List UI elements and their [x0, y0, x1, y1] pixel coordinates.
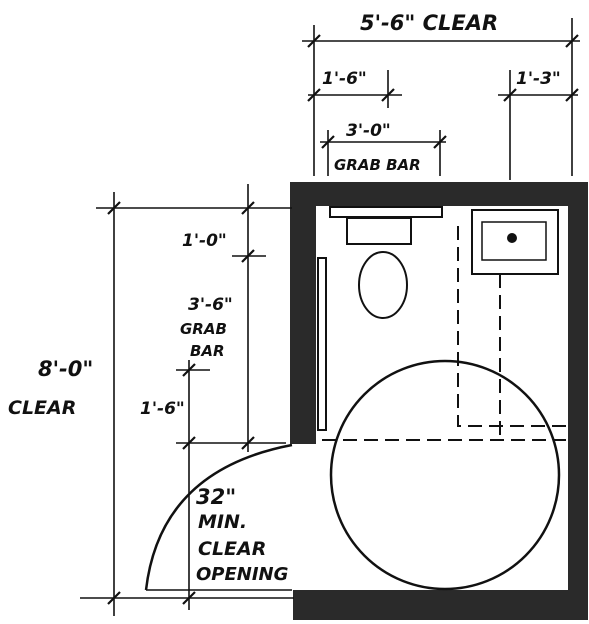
bottom-wall — [293, 590, 588, 620]
label-lower-offset: 1'-6" — [140, 399, 185, 419]
side-grab-bar — [317, 257, 327, 431]
label-left-offset: 1'-6" — [322, 69, 367, 89]
ticks-second — [307, 88, 579, 102]
label-side-grab-dim: 3'-6" — [188, 295, 233, 315]
label-door-32: 32" — [196, 485, 236, 509]
ticks-depth — [107, 201, 121, 605]
label-side-grab-2: BAR — [190, 342, 225, 360]
turning-circle — [329, 359, 561, 591]
label-grab-bar-top: GRAB BAR — [334, 156, 421, 174]
ticks-grab — [321, 135, 447, 149]
text-labels: 5'-6" CLEAR 1'-6" 1'-3" 3'-0" GRAB BAR 1… — [8, 11, 561, 585]
top-grab-bar — [329, 206, 443, 218]
right-wall — [568, 182, 588, 620]
stall-walls — [290, 182, 588, 620]
lavatory-knee-clearance — [457, 226, 566, 427]
label-side-grab-1: GRAB — [180, 320, 227, 338]
label-right-offset: 1'-3" — [516, 69, 561, 89]
label-depth-dim: 8'-0" — [38, 357, 93, 381]
label-door-min: MIN. — [198, 511, 247, 533]
ticks-grab-side — [241, 201, 255, 450]
label-top-setback: 1'-0" — [182, 231, 227, 251]
fixtures — [317, 206, 559, 431]
top-wall — [290, 182, 588, 206]
lavatory-drain-icon — [507, 233, 517, 243]
toilet-bowl — [358, 251, 408, 319]
label-top-clear: 5'-6" CLEAR — [360, 11, 498, 35]
clearance-lines — [322, 226, 566, 441]
label-door-clear: CLEAR — [198, 538, 266, 560]
ticks-lower — [182, 363, 196, 605]
dimension-lines — [80, 18, 580, 616]
toilet-tank — [346, 217, 412, 245]
label-depth-clear: CLEAR — [8, 397, 76, 419]
left-wall — [290, 182, 316, 444]
label-grab-bar-dim: 3'-0" — [346, 121, 391, 141]
label-door-opening: OPENING — [196, 564, 288, 585]
ticks-top — [307, 34, 579, 48]
